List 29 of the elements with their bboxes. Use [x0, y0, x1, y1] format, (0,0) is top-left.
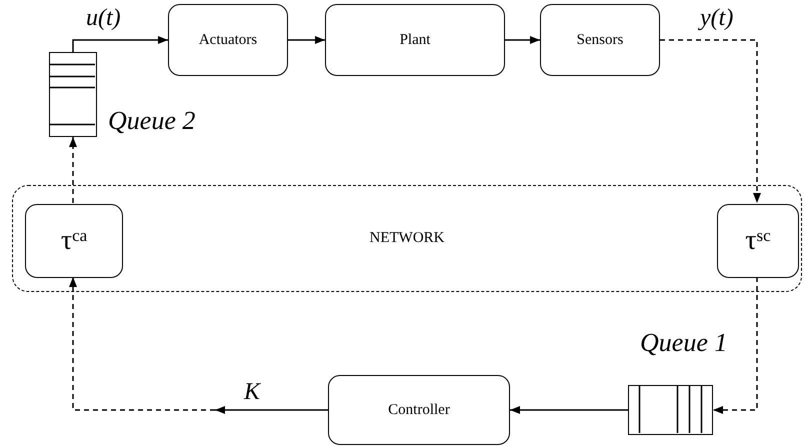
process-box — [325, 4, 505, 76]
delay-box — [25, 204, 123, 278]
region-label: NETWORK — [370, 229, 444, 248]
process-box — [540, 4, 660, 76]
arrow — [69, 277, 215, 411]
queue-label: Queue 2 — [108, 108, 196, 134]
arrow — [660, 39, 761, 203]
queue-label: Queue 1 — [640, 330, 728, 356]
delay-label: τ$^{sc}$ — [745, 224, 771, 258]
arrow — [510, 406, 628, 414]
arrow — [713, 277, 758, 414]
box-label: Sensors — [576, 30, 624, 50]
box-label: Actuators — [198, 30, 258, 50]
delay-label: τ$^{ca}$ — [60, 224, 88, 258]
network-region — [12, 185, 802, 292]
edge-label: y(t) — [698, 6, 736, 30]
queue-buffer — [49, 52, 97, 137]
arrow — [72, 36, 168, 52]
box-label: Plant — [400, 30, 430, 50]
arrow — [505, 36, 540, 44]
box-label: Controller — [388, 400, 450, 420]
queue-buffer — [628, 385, 713, 435]
process-box — [328, 375, 510, 445]
arrow — [288, 36, 325, 44]
arrow — [215, 406, 328, 414]
edge-label: u(t) — [84, 6, 123, 30]
arrow — [69, 137, 77, 203]
delay-box — [717, 204, 799, 278]
process-box — [168, 4, 288, 76]
